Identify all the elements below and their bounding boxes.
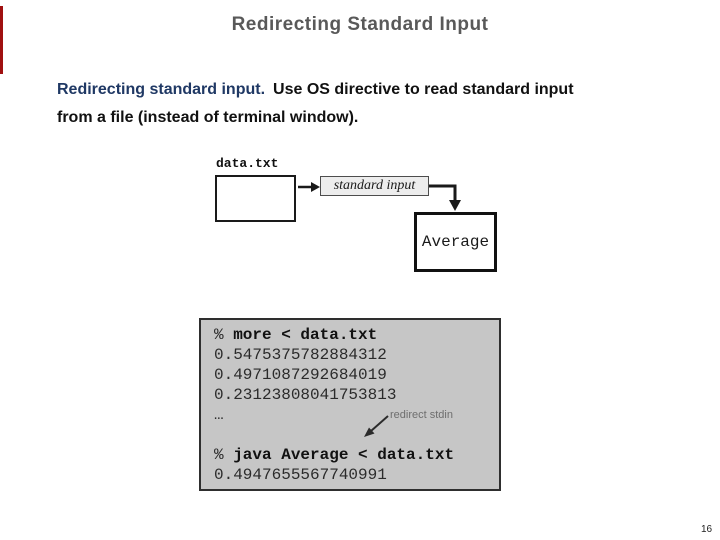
body-paragraph: Redirecting standard input. Use OS direct… [57,76,677,132]
terminal-box: % more < data.txt 0.5475375782884312 0.49… [199,318,501,491]
body-sentence-rest: Use OS directive to read standard input [273,81,574,98]
prompt-symbol: % [214,446,224,464]
more-command: more < data.txt [233,326,378,344]
terminal-output-line: 0.5475375782884312 [214,346,387,364]
body-line-1: Redirecting standard input. Use OS direct… [57,76,677,104]
java-average-command: java Average < data.txt [233,446,455,464]
standard-input-label: standard input [333,178,416,193]
file-box [215,175,296,222]
average-program-box: Average [414,212,497,272]
slide-title: Redirecting Standard Input [231,14,489,35]
file-to-stream-arrow-icon [298,182,320,192]
average-program-label: Average [421,233,490,251]
redirect-stdin-arrow-icon [364,415,389,437]
diagram-connectors [298,182,461,211]
terminal-ellipsis-line: … [214,406,224,424]
terminal-output-line: 0.4947655567740991 [214,466,387,484]
standard-input-box: standard input [320,176,429,196]
prompt-symbol: % [214,326,224,344]
redirect-stdin-label: redirect stdin [390,409,453,421]
page-number: 16 [701,524,713,535]
terminal-command-line-1: % more < data.txt [214,325,499,345]
terminal-command-line-2: % java Average < data.txt [214,445,499,465]
body-lead-sentence: Redirecting standard input. [57,81,266,98]
body-line-2: from a file (instead of terminal window)… [57,109,359,126]
terminal-output-line: 0.4971087292684019 [214,366,387,384]
file-name-label: data.txt [216,156,279,171]
left-edge-accent-mark [0,6,3,74]
terminal-output-line: 0.23123808041753813 [214,386,397,404]
stream-to-program-arrow-icon [429,184,461,211]
